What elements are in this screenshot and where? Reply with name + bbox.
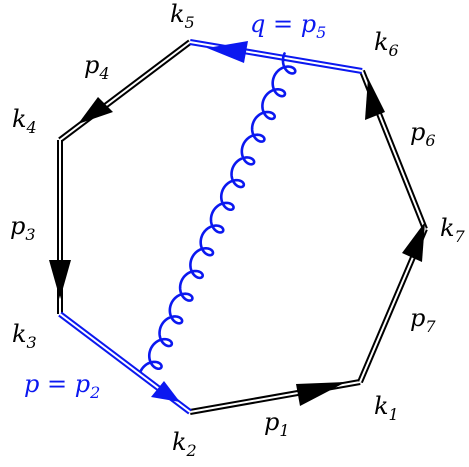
gluon-coil bbox=[139, 52, 297, 373]
arrow-p1 bbox=[296, 382, 346, 406]
arrow-p5 bbox=[207, 41, 248, 63]
label-p7: p7 bbox=[410, 304, 436, 336]
arrow-p2 bbox=[151, 381, 180, 402]
label-k5: k5 bbox=[170, 0, 195, 32]
label-q-equals-p5: q = p5 bbox=[250, 10, 326, 42]
label-p1: p1 bbox=[264, 408, 290, 440]
label-k3: k3 bbox=[12, 320, 37, 352]
label-p4: p4 bbox=[84, 51, 110, 83]
label-k7: k7 bbox=[440, 214, 466, 246]
label-k2: k2 bbox=[172, 428, 197, 460]
arrow-p6 bbox=[365, 78, 385, 120]
arrow-p4 bbox=[78, 97, 113, 124]
label-p6: p6 bbox=[410, 118, 436, 150]
label-k1: k1 bbox=[374, 392, 399, 424]
label-p3: p3 bbox=[10, 212, 36, 244]
arrowheads bbox=[49, 41, 425, 406]
arrow-p3 bbox=[49, 260, 71, 299]
label-k6: k6 bbox=[374, 28, 399, 60]
label-k4: k4 bbox=[12, 105, 37, 137]
edge-p5 bbox=[189, 39, 363, 74]
labels: k5 k6 p4 k4 p6 p3 k7 p7 k3 k1 p1 k2 p = … bbox=[10, 0, 466, 460]
edge-p4 bbox=[58, 39, 192, 143]
black-edges bbox=[57, 39, 428, 415]
arrow-p7 bbox=[402, 222, 425, 262]
label-p-equals-p2: p = p2 bbox=[24, 370, 100, 402]
